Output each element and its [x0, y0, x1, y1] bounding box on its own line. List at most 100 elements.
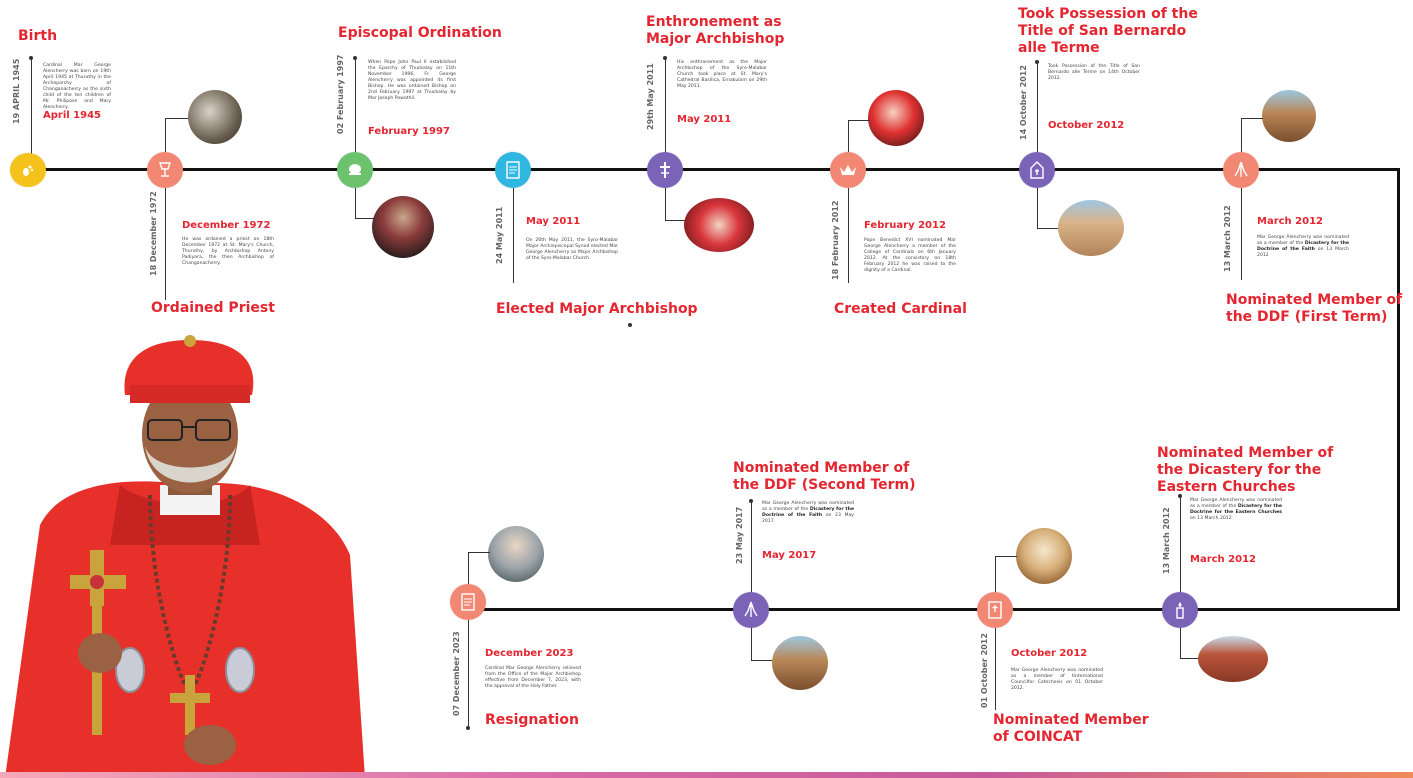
footer-gradient-bar: [0, 772, 1413, 778]
possession-description: Took Possession of the Title of San Bern…: [1048, 64, 1140, 81]
enthronement-description: His enthronement as the Major Archbishop…: [677, 60, 767, 89]
eastern-vertical-date: 13 March 2012: [1162, 507, 1171, 574]
crown-icon: [840, 165, 856, 175]
elected-title: Elected Major Archbishop: [496, 301, 698, 317]
cardinal-vertical-date: 18 February 2012: [831, 200, 840, 280]
coincat-photo-hline: [995, 556, 1017, 557]
ordained-connector: [165, 188, 166, 300]
birth-date: April 1945: [43, 110, 101, 121]
cardinal-photo-connector: [848, 120, 849, 152]
enthronement-connector: [665, 58, 666, 152]
ordained-description: He was ordained a priest on 18th Decembe…: [182, 237, 274, 266]
ordained-photo-hline: [165, 118, 189, 119]
crown-icon: [349, 164, 361, 175]
ddf1-node: [1223, 152, 1259, 188]
bible-icon: [988, 601, 1002, 619]
birth-connector: [31, 58, 32, 158]
elected-connector: [513, 188, 514, 283]
cardinal-description: Pope Benedict XVI nominated Mar George A…: [864, 238, 956, 273]
timeline-top-line: [28, 168, 1400, 171]
coincat-photo-connector: [995, 556, 996, 592]
ordained-vertical-date: 18 December 1972: [149, 191, 158, 276]
resignation-connector: [468, 620, 469, 728]
church-icon: [1030, 161, 1044, 179]
possession-photo-hline: [1037, 228, 1059, 229]
possession-photo-connector: [1037, 188, 1038, 228]
ddf2-title: Nominated Member of the DDF (Second Term…: [733, 460, 916, 493]
resignation-photo: [488, 526, 544, 582]
elected-vertical-date: 24 May 2011: [495, 206, 504, 264]
cardinal-photo: [868, 90, 924, 146]
resignation-description: Cardinal Mar George Alencherry relieved …: [485, 666, 581, 689]
ordained-date: December 1972: [182, 220, 271, 231]
ddf2-description: Mar George Alencherry was nominated as a…: [762, 501, 854, 524]
possession-connector: [1037, 62, 1038, 152]
cardinal-portrait: [5, 335, 365, 778]
birth-title: Birth: [18, 28, 58, 44]
eastern-connector: [1180, 496, 1181, 592]
resignation-date: December 2023: [485, 648, 574, 659]
coincat-connector: [995, 628, 996, 710]
timeline-right-connector: [1397, 168, 1400, 611]
ddf1-photo: [1262, 90, 1316, 142]
possession-photo: [1058, 200, 1124, 256]
episcopal-vertical-date: 02 February 1997: [336, 54, 345, 134]
possession-date: October 2012: [1048, 120, 1125, 131]
birth-node: [10, 153, 46, 187]
coincat-description: Mar George Alencherry was nominated as a…: [1011, 668, 1103, 691]
ddf1-vertical-date: 13 March 2012: [1223, 205, 1232, 272]
enthronement-title: Enthronement as Major Archbishop: [646, 14, 785, 47]
ddf1-photo-connector: [1241, 118, 1242, 152]
eastern-node: [1162, 592, 1198, 628]
resignation-node: [450, 584, 486, 620]
eastern-title: Nominated Member of the Dicastery for th…: [1157, 445, 1334, 495]
elected-dot: [628, 323, 632, 327]
elected-node: [495, 152, 531, 188]
eastern-photo: [1198, 636, 1268, 682]
enthronement-photo-hline: [665, 220, 685, 221]
ddf2-node: [733, 592, 769, 628]
coincat-vertical-date: 01 October 2012: [980, 633, 989, 708]
episcopal-photo: [372, 196, 434, 258]
eastern-date: March 2012: [1190, 554, 1256, 565]
episcopal-photo-connector: [355, 188, 356, 218]
ddf1-title: Nominated Member of the DDF (First Term): [1226, 292, 1403, 325]
ordained-photo: [188, 90, 242, 144]
ordained-title: Ordained Priest: [151, 300, 275, 316]
ddf2-photo: [772, 636, 828, 690]
episcopal-description: When Pope John Paul II established the E…: [368, 60, 456, 101]
episcopal-title: Episcopal Ordination: [338, 25, 502, 41]
possession-node: [1019, 152, 1055, 188]
ddf1-connector: [1241, 188, 1242, 280]
ddf1-description: Mar George Alencherry was nominated as a…: [1257, 235, 1349, 258]
coincat-photo: [1016, 528, 1072, 584]
cardinal-title: Created Cardinal: [834, 301, 967, 317]
resignation-vertical-date: 07 December 2023: [452, 631, 461, 716]
footprint-icon: [23, 165, 34, 176]
cardinal-photo-hline: [848, 120, 870, 121]
praying-hands-icon: [744, 601, 758, 617]
ddf2-photo-connector: [751, 628, 752, 660]
eastern-photo-connector: [1180, 628, 1181, 658]
timeline-bottom-line: [468, 608, 1400, 611]
document-icon: [506, 161, 520, 179]
ddf1-date: March 2012: [1257, 216, 1323, 227]
enthronement-vertical-date: 29th May 2011: [646, 63, 655, 130]
birth-vertical-date: 19 APRIL 1945: [12, 58, 21, 124]
resignation-dot: [466, 726, 470, 730]
cross-icon: [660, 162, 670, 178]
ddf2-vertical-date: 23 May 2017: [735, 506, 744, 564]
ddf2-photo-hline: [751, 660, 773, 661]
enthronement-photo-connector: [665, 188, 666, 220]
cardinal-node: [830, 152, 866, 188]
coincat-node: [977, 592, 1013, 628]
resignation-photo-hline: [468, 552, 490, 553]
elected-date: May 2011: [526, 216, 581, 227]
cardinal-connector: [848, 188, 849, 283]
episcopal-photo-hline: [355, 218, 375, 219]
ordained-node: [147, 152, 183, 188]
cardinal-date: February 2012: [864, 220, 946, 231]
birth-dot: [29, 56, 33, 60]
document-icon: [461, 593, 475, 611]
resignation-title: Resignation: [485, 712, 579, 728]
